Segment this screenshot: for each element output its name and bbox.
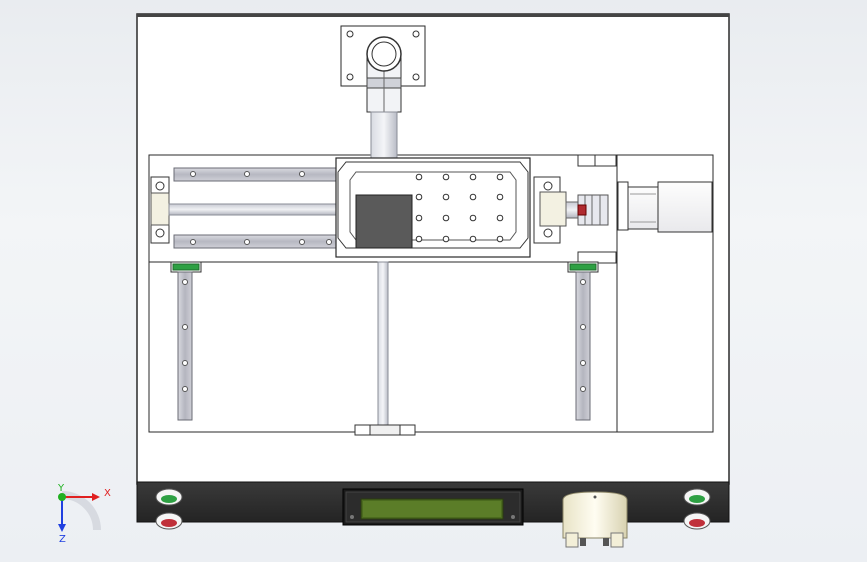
left-end-block (150, 176, 170, 244)
indicator-lamp-right-red (683, 512, 711, 530)
shaft-coupling (565, 194, 609, 226)
left-vertical-rail (170, 261, 202, 421)
stepper-motor (617, 181, 713, 233)
carriage-hole-grid (415, 173, 504, 243)
vertical-rod-bottom (354, 261, 416, 436)
right-end-block (533, 154, 617, 264)
lead-screw (168, 203, 340, 216)
y-axis-label: Y (57, 483, 65, 494)
right-vertical-rail (567, 261, 599, 421)
coordinate-triad: X Y Z (57, 483, 111, 545)
lcd-display (342, 488, 524, 526)
indicator-lamp-right-green (683, 488, 711, 506)
x-axis-label: X (104, 488, 111, 499)
indicator-lamp-left-red (155, 512, 183, 530)
carriage (335, 157, 531, 258)
control-knob (562, 491, 628, 548)
top-mount-plate (340, 25, 426, 113)
indicator-lamp-left-green (155, 488, 183, 506)
z-axis-label: Z (59, 534, 66, 545)
